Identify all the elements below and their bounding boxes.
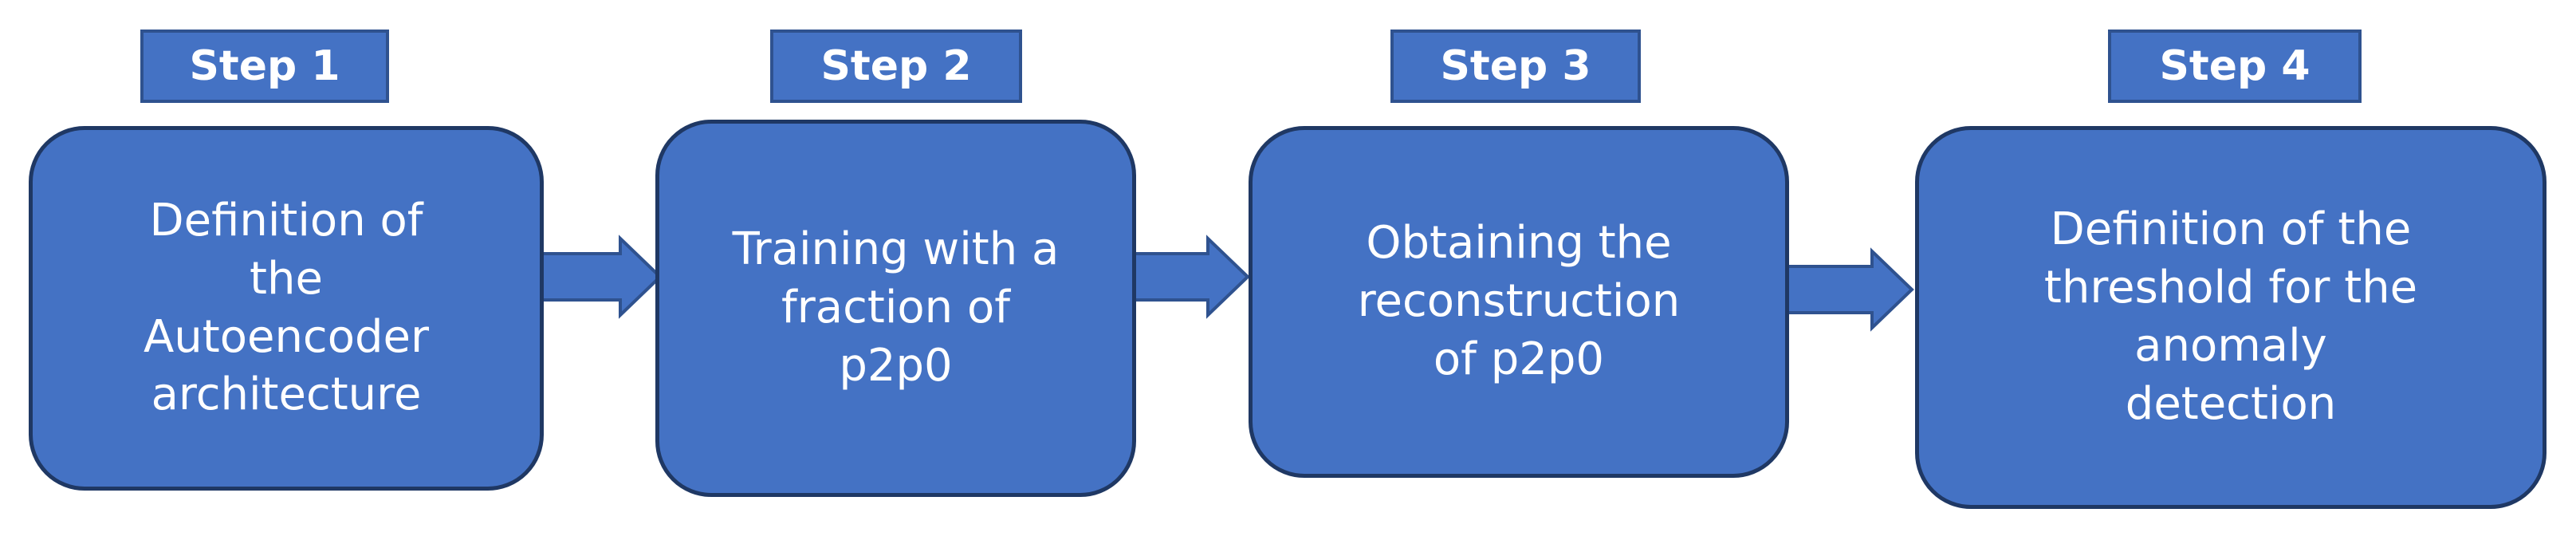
step-2-text-line: p2p0	[839, 339, 953, 392]
step-1-text-line: Definition of	[149, 194, 423, 246]
step-2-text-line: fraction of	[781, 282, 1010, 334]
arrow-step1-to-step2	[539, 235, 663, 319]
arrow-step3-to-step4	[1783, 247, 1914, 332]
step-2-tag: Step 2	[770, 30, 1022, 103]
step-3-text-line: Obtaining the	[1366, 217, 1672, 270]
right-arrow-icon	[1783, 247, 1914, 332]
step-3-text-line: of p2p0	[1433, 333, 1605, 385]
step-4-text-line: detection	[2125, 377, 2337, 430]
arrow-step2-to-step3	[1131, 235, 1250, 319]
step-4-text-line: anomaly	[2134, 320, 2327, 372]
step-4-tag: Step 4	[2108, 30, 2362, 103]
step-3-text-line: reconstruction	[1357, 275, 1681, 328]
step-3-box: Obtaining the reconstruction of p2p0	[1249, 126, 1789, 478]
step-4-box: Definition of the threshold for the anom…	[1915, 126, 2547, 509]
step-1-box: Definition of the Autoencoder architectu…	[29, 126, 544, 491]
step-3-tag: Step 3	[1390, 30, 1641, 103]
step-2-box: Training with a fraction of p2p0	[655, 120, 1136, 497]
right-arrow-icon	[1131, 235, 1250, 319]
step-1-tag: Step 1	[140, 30, 389, 103]
step-4-text-line: threshold for the	[2043, 262, 2418, 314]
step-2-text-line: Training with a	[732, 223, 1060, 276]
step-4-text-line: Definition of the	[2050, 203, 2412, 256]
step-1-text-line: the	[250, 252, 323, 305]
step-1-text-line: architecture	[151, 369, 422, 421]
right-arrow-icon	[539, 235, 663, 319]
step-1-text-line: Autoencoder	[143, 310, 430, 363]
